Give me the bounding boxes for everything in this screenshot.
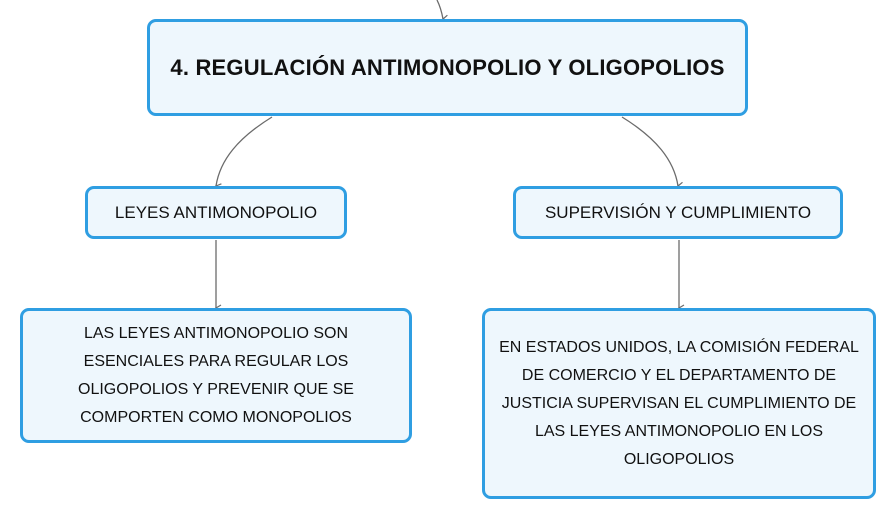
- detail-node-leyes-antimonopolio[interactable]: LAS LEYES ANTIMONOPOLIO SON ESENCIALES P…: [20, 308, 412, 443]
- connector-parent-to-root: [436, 0, 449, 22]
- connector-root-to-leyes: [214, 116, 273, 191]
- root-node-label: 4. REGULACIÓN ANTIMONOPOLIO Y OLIGOPOLIO…: [170, 54, 725, 80]
- detail-node-text: EN ESTADOS UNIDOS, LA COMISIÓN FEDERAL D…: [499, 338, 859, 468]
- topic-node-label: SUPERVISIÓN Y CUMPLIMIENTO: [544, 202, 812, 222]
- detail-node-supervision-y-cumplimiento[interactable]: EN ESTADOS UNIDOS, LA COMISIÓN FEDERAL D…: [482, 308, 876, 499]
- topic-node-supervision-y-cumplimiento[interactable]: SUPERVISIÓN Y CUMPLIMIENTO: [513, 186, 843, 239]
- topic-node-label: LEYES ANTIMONOPOLIO: [114, 202, 318, 222]
- root-node[interactable]: 4. REGULACIÓN ANTIMONOPOLIO Y OLIGOPOLIO…: [147, 19, 748, 116]
- topic-node-leyes-antimonopolio[interactable]: LEYES ANTIMONOPOLIO: [85, 186, 347, 239]
- connector-root-to-supervision: [621, 116, 684, 189]
- detail-node-text: LAS LEYES ANTIMONOPOLIO SON ESENCIALES P…: [78, 324, 354, 426]
